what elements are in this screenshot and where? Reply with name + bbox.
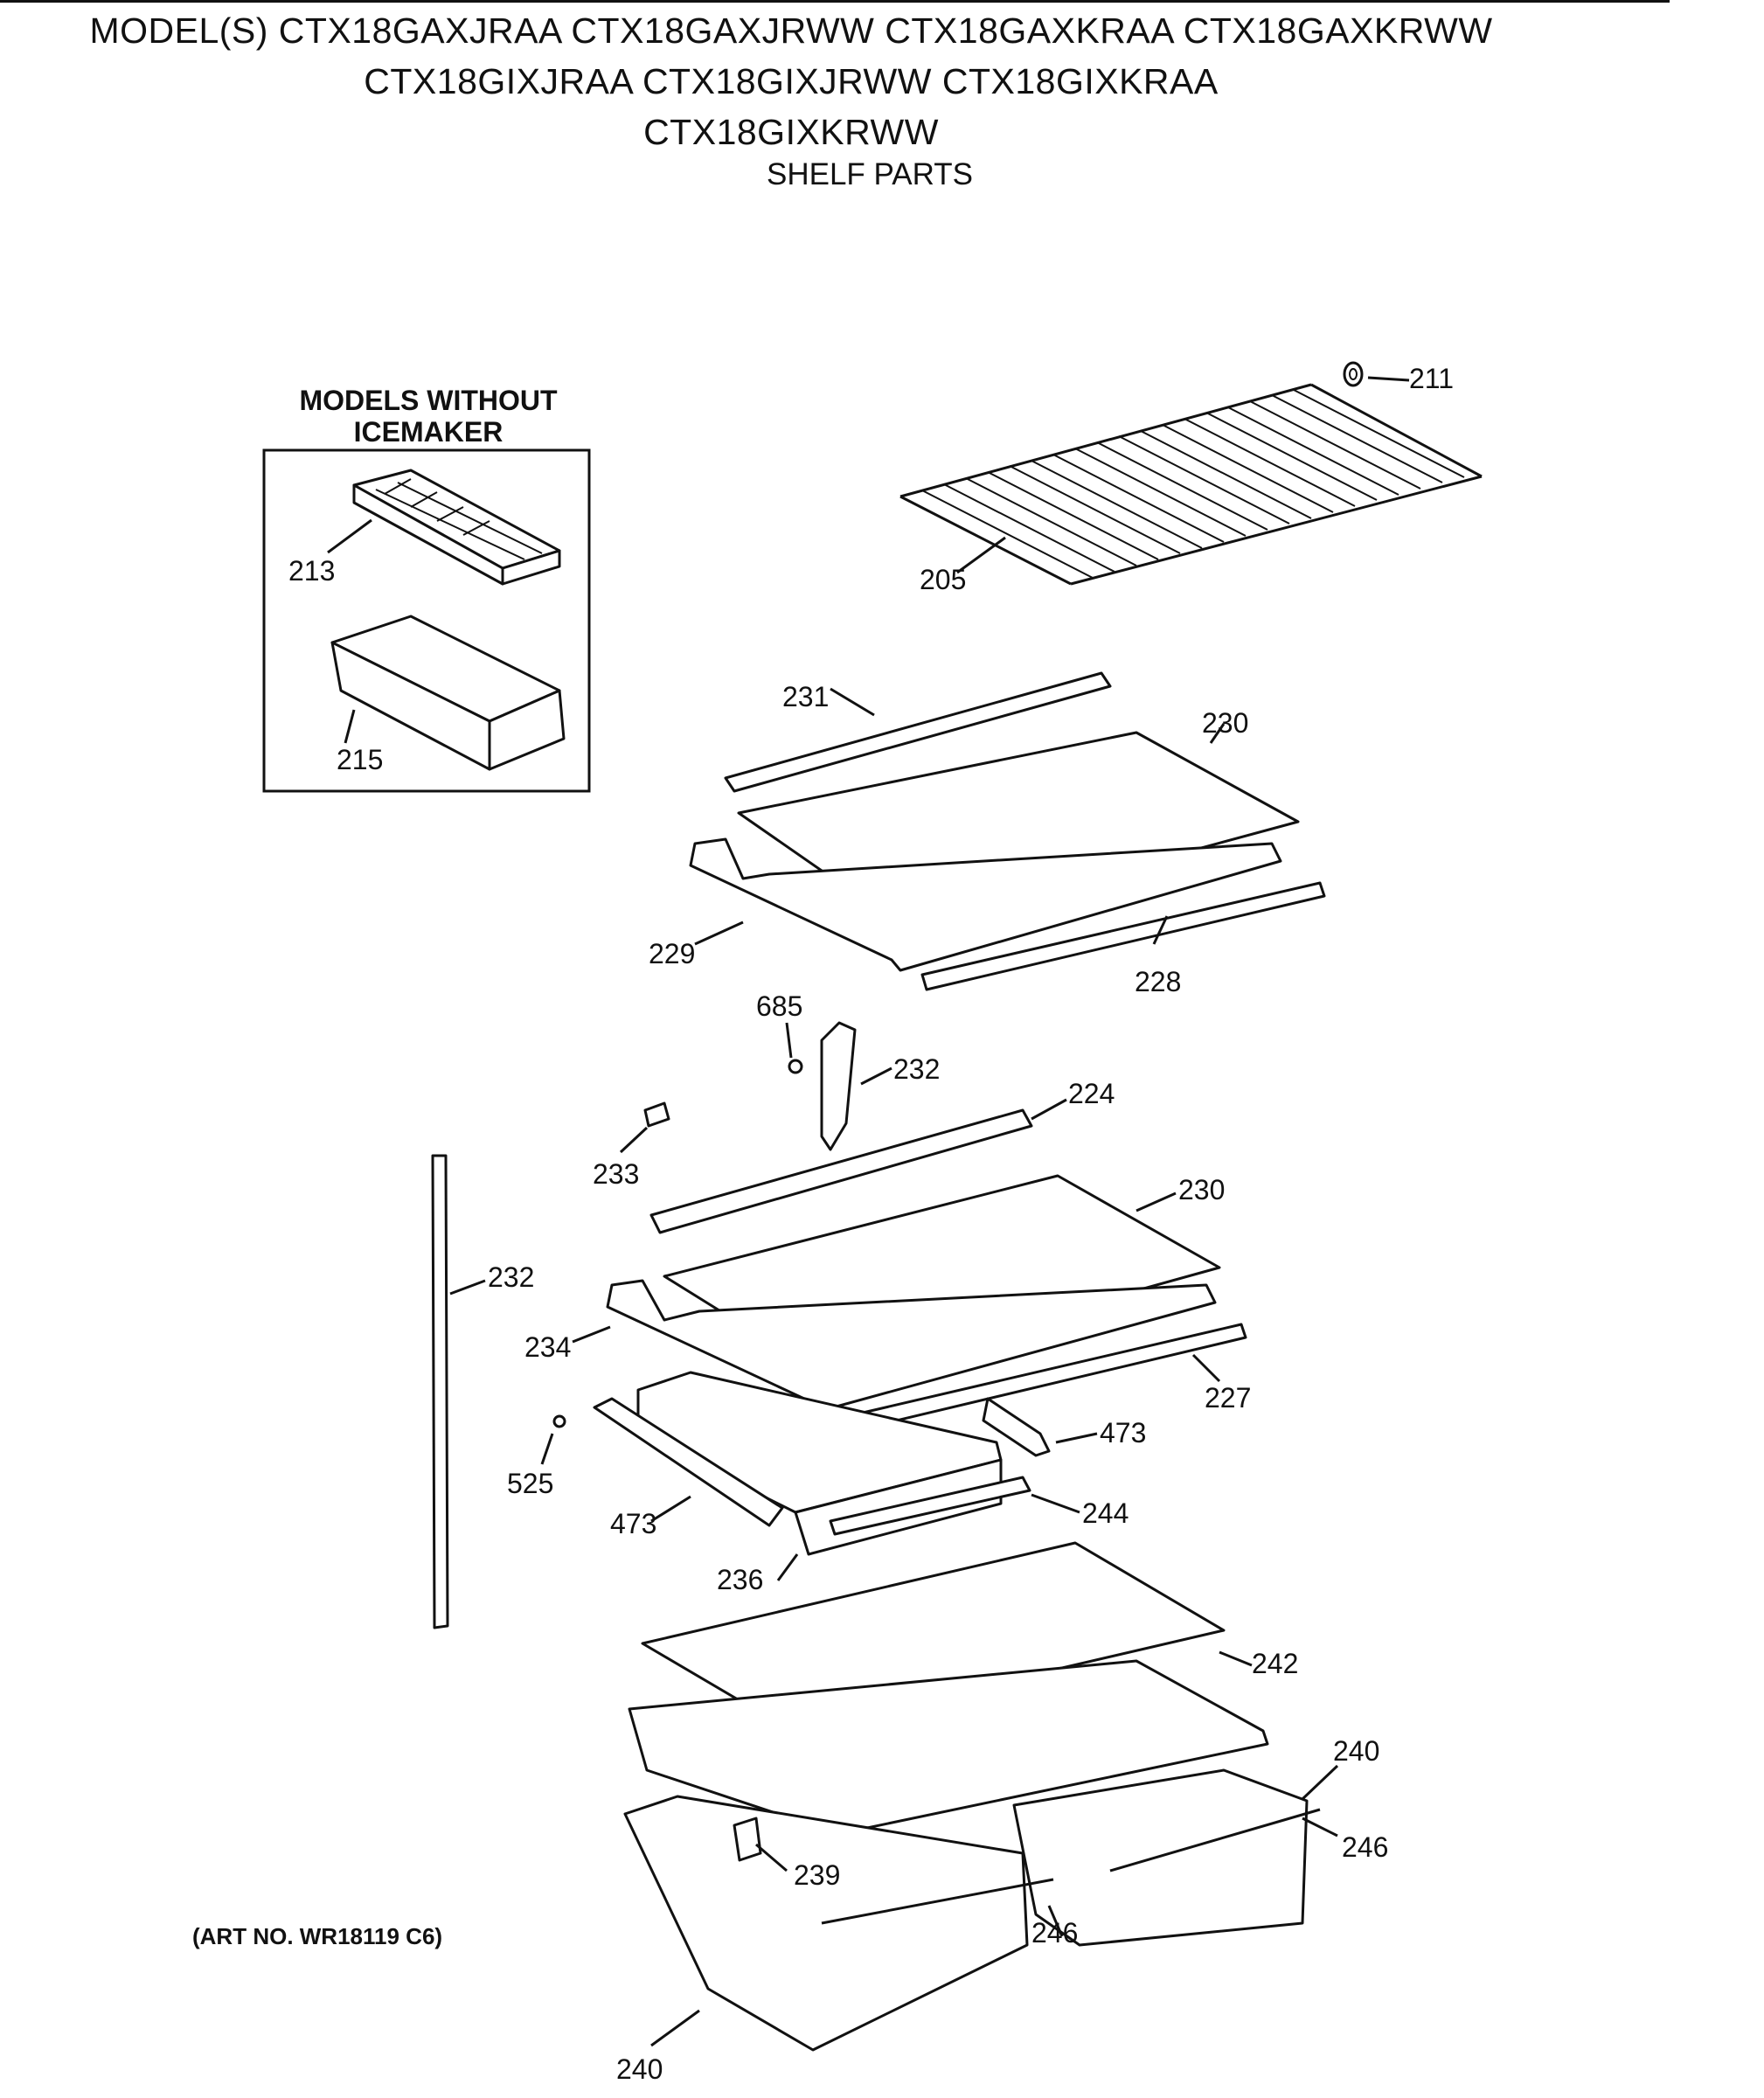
callout-215: 215 [337,744,383,775]
callout-230-upper: 230 [1202,707,1248,739]
callout-228: 228 [1135,966,1181,997]
callout-224: 224 [1068,1078,1115,1109]
slide-473-left [593,1397,784,1527]
callout-213: 213 [288,555,335,587]
shelf-frame-234 [606,1279,1217,1414]
support-239 [733,1817,762,1862]
callout-211: 211 [1409,363,1454,394]
diagram-subtitle: SHELF PARTS [767,157,973,191]
inset-label-line-2: ICEMAKER [353,416,504,448]
callout-242: 242 [1252,1648,1298,1679]
callout-232-upper: 232 [893,1053,940,1085]
shelf-frame-229 [689,837,1282,972]
ice-bin-215 [330,615,566,771]
slide-473-right [982,1397,1051,1457]
callout-205: 205 [920,564,966,595]
clip-233 [643,1101,670,1128]
callout-525: 525 [507,1468,553,1499]
trim-244 [829,1476,1031,1536]
spacer-211-hole [1349,368,1358,380]
rail-224 [649,1108,1033,1234]
callout-473-left: 473 [610,1508,656,1539]
callout-230-lower: 230 [1178,1174,1225,1205]
screw-525 [552,1414,566,1428]
crisper-frame [628,1659,1269,1842]
inset-frame [262,448,591,793]
ice-tray-213 [352,469,561,586]
callout-numbers: 211 205 213 215 231 230 229 228 685 232 … [288,363,1454,2085]
callout-236: 236 [717,1564,763,1595]
callout-227: 227 [1205,1382,1251,1414]
model-list-line-1: MODEL(S) CTX18GAXJRAA CTX18GAXJRWW CTX18… [89,10,1493,51]
handle-246-right [1109,1808,1321,1872]
support-232-upper [820,1021,857,1151]
support-232-long [431,1154,449,1629]
wire-rods [921,389,1465,579]
wire-shelf-205 [899,383,1483,586]
crisper-drawer-240-right [1012,1768,1309,1947]
model-list-line-2: CTX18GIXJRAA CTX18GIXJRWW CTX18GIXKRAA [364,61,1219,101]
handle-246-left [821,1878,1054,1925]
upper-shelf-assembly [689,671,1326,991]
trim-228 [920,881,1326,991]
callout-233: 233 [593,1158,639,1190]
callout-246-right: 246 [1342,1831,1388,1863]
callout-246-left: 246 [1031,1917,1078,1949]
callout-240-left: 240 [616,2053,663,2085]
inset-label-line-1: MODELS WITHOUT [299,385,558,416]
model-list-line-3: CTX18GIXKRWW [643,112,939,152]
screw-685 [788,1059,803,1074]
callout-231: 231 [782,681,829,712]
top-rule [0,0,1670,3]
icemaker-inset [262,448,591,793]
pan-assembly [552,1371,1051,1556]
callout-240-right: 240 [1333,1735,1379,1767]
callout-234: 234 [524,1331,571,1363]
callout-244: 244 [1082,1497,1129,1529]
callout-473-right: 473 [1100,1417,1146,1448]
callout-685: 685 [756,990,802,1022]
rail-231 [724,671,1112,793]
crisper-cover-assembly [628,1541,1269,1842]
art-number: (ART NO. WR18119 C6) [192,1923,443,1949]
callout-239: 239 [794,1859,840,1891]
crisper-drawers [623,1768,1321,2052]
callout-232-long: 232 [488,1261,534,1293]
middle-shelf-assembly [606,1021,1247,1433]
spacer-211 [1343,361,1364,387]
leader-lines [327,376,1410,2047]
callout-229: 229 [649,938,695,969]
